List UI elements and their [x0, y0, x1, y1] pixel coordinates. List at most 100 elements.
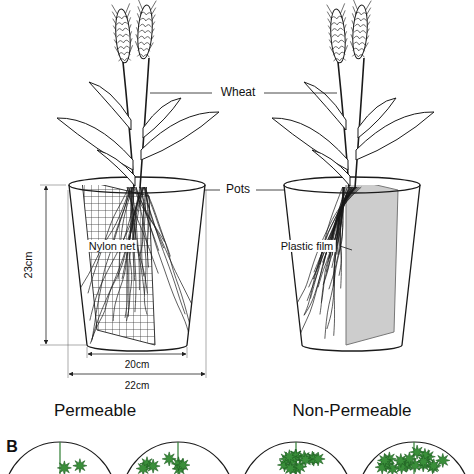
awn	[151, 0, 157, 10]
plastic-film	[346, 178, 398, 345]
ear-outline	[329, 9, 347, 64]
height-dimension	[46, 186, 47, 344]
grain	[354, 36, 366, 39]
grain	[138, 48, 150, 51]
grain	[138, 42, 150, 45]
extension-line	[68, 190, 69, 378]
seedling	[298, 453, 312, 467]
root	[113, 187, 141, 321]
seedling	[136, 462, 150, 474]
divider-line	[59, 442, 60, 474]
seedling	[311, 452, 325, 466]
root	[122, 187, 140, 279]
root	[318, 187, 359, 287]
pot-contents	[291, 178, 398, 348]
seedling	[283, 461, 297, 474]
wheat-ear	[112, 3, 134, 63]
pot-contents	[71, 180, 203, 345]
wheat-plant	[272, 0, 434, 188]
ear-outline	[136, 5, 154, 60]
density-circle	[4, 442, 116, 474]
panel-letter: B	[4, 438, 20, 456]
permeable-pot	[69, 177, 205, 351]
grain	[331, 28, 343, 31]
wheat-leaf	[57, 118, 133, 170]
wheat-ear	[349, 0, 371, 59]
extension-line	[40, 345, 86, 346]
wheat-ear	[134, 0, 156, 59]
root	[133, 187, 203, 328]
grain	[116, 28, 128, 31]
grain	[116, 22, 128, 25]
wheat-ear	[327, 3, 349, 63]
ear-outline	[351, 5, 369, 60]
seedling	[146, 459, 160, 473]
awn	[327, 4, 333, 14]
leader-line	[264, 93, 337, 94]
grain	[354, 30, 366, 33]
density-circle	[358, 442, 470, 474]
grain	[353, 48, 365, 51]
root	[90, 187, 143, 344]
grain	[118, 52, 130, 55]
grain	[331, 22, 343, 25]
bottom-width-dimension	[88, 354, 186, 355]
grain	[140, 12, 152, 15]
root	[320, 187, 345, 265]
grain	[137, 54, 149, 57]
extension-line	[40, 185, 66, 186]
wheat-leaf	[97, 150, 135, 186]
dimension-label: 22cm	[123, 380, 151, 391]
root	[144, 187, 185, 314]
root	[337, 187, 355, 254]
wheat-leaf	[312, 150, 350, 186]
part-label: Pots	[224, 183, 252, 196]
dimension-label: 20cm	[123, 359, 151, 370]
plot-circle	[240, 442, 352, 474]
root	[334, 187, 359, 286]
grain	[334, 58, 346, 61]
density-circle	[240, 442, 352, 474]
root	[295, 187, 352, 348]
plot-circle	[4, 442, 116, 474]
grain	[333, 52, 345, 55]
root	[90, 187, 145, 320]
grain	[331, 16, 343, 19]
grain	[139, 36, 151, 39]
leader-line	[256, 190, 284, 191]
top-width-dimension	[69, 374, 205, 375]
plot-circle	[122, 442, 234, 474]
leader-line	[150, 93, 212, 94]
seedling	[402, 452, 416, 466]
grain	[139, 30, 151, 33]
grain	[117, 40, 129, 43]
wheat-leaf	[358, 98, 396, 138]
awn	[366, 0, 372, 10]
dimension-label: 23cm	[22, 250, 34, 281]
grain	[354, 24, 366, 27]
pot-rim	[69, 177, 205, 193]
nylon-net	[82, 180, 155, 345]
treatment-label: Permeable	[52, 402, 138, 421]
grain	[353, 42, 365, 45]
root	[146, 187, 149, 267]
seedling	[427, 459, 441, 473]
root	[291, 187, 357, 321]
root	[136, 187, 191, 341]
root	[145, 187, 194, 335]
grain	[139, 24, 151, 27]
grain	[117, 34, 129, 37]
part-label: Wheat	[219, 86, 258, 99]
root	[132, 187, 135, 281]
wheat-leaf	[143, 98, 181, 138]
grain	[355, 18, 367, 21]
pot-rim	[284, 177, 420, 193]
seedling	[282, 450, 296, 464]
non-permeable-pot	[284, 177, 420, 351]
density-circle	[122, 442, 234, 474]
part-label: Plastic film	[279, 240, 336, 252]
grain	[333, 46, 345, 49]
grain	[352, 54, 364, 57]
